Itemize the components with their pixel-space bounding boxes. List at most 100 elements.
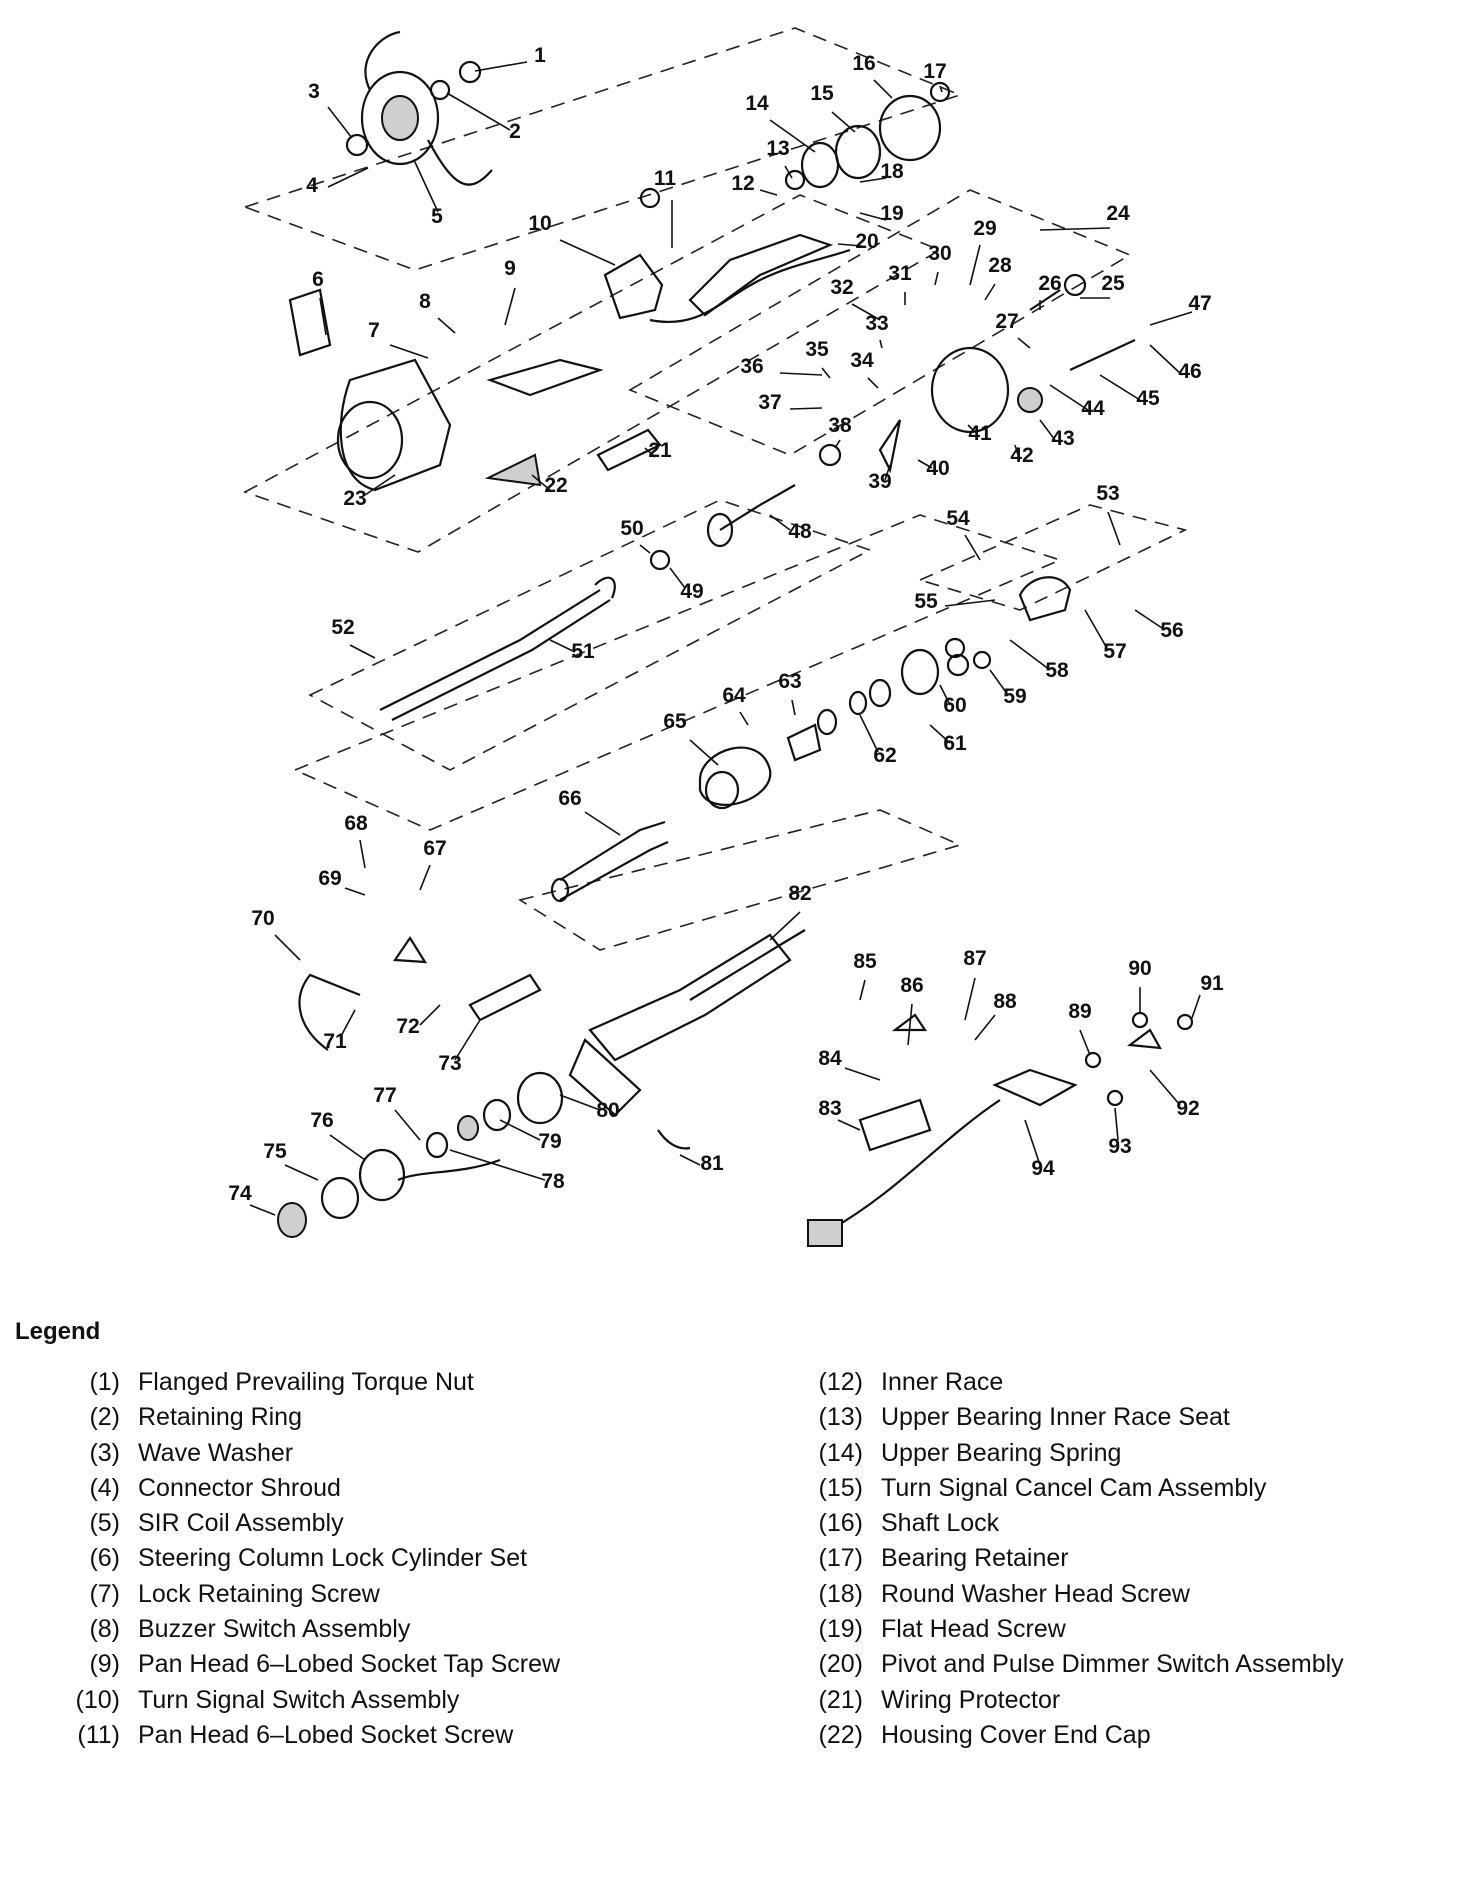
leader-line — [1114, 1107, 1119, 1141]
callout-number: 63 — [778, 670, 801, 693]
callout-number: 56 — [1160, 619, 1183, 642]
pin-drawing — [1029, 289, 1061, 311]
bracket-drawing — [858, 1098, 932, 1152]
leader-line — [939, 684, 951, 706]
leader-line — [364, 474, 396, 496]
leader-line — [907, 1003, 913, 1046]
legend-item-label: Pivot and Pulse Dimmer Switch Assembly — [881, 1650, 1344, 1679]
callout-number: 87 — [963, 947, 986, 970]
legend-item: (3)Wave Washer — [50, 1436, 560, 1471]
leader-line — [944, 599, 996, 607]
leader-line — [984, 283, 996, 301]
callout-number: 12 — [731, 172, 754, 195]
lock-cylinder-drawing — [288, 288, 332, 357]
thrust-washer-drawing — [972, 650, 992, 670]
retaining-clip-drawing — [657, 1129, 691, 1150]
legend-item-number: (11) — [77, 1720, 120, 1749]
leader-line — [1134, 609, 1166, 631]
legend-item-number: (14) — [818, 1438, 863, 1467]
shift-bowl-bore-drawing — [704, 770, 740, 810]
housing-drawing — [339, 358, 452, 492]
leader-line — [639, 544, 651, 554]
leader-line — [859, 979, 866, 1001]
leader-line — [867, 377, 879, 389]
callout-number: 21 — [648, 439, 672, 462]
callout-number: 32 — [830, 276, 853, 299]
callout-number: 11 — [654, 167, 677, 190]
callout-number: 2 — [509, 120, 521, 143]
callout-number: 76 — [310, 1109, 333, 1132]
leader-line — [437, 317, 456, 334]
legend-item-number: (16) — [818, 1509, 863, 1538]
housing-bore-drawing — [336, 400, 404, 480]
washer-drawing — [639, 187, 661, 209]
dimmer-switch-drawing — [688, 233, 834, 317]
callout-number: 17 — [923, 60, 946, 83]
legend-item: (4)Connector Shroud — [50, 1471, 560, 1506]
leader-line — [1017, 337, 1031, 349]
legend-item-number: (13) — [818, 1403, 863, 1432]
leader-line — [327, 106, 353, 139]
legend-item-label: Buzzer Switch Assembly — [138, 1615, 411, 1644]
coil-connector-drawing — [358, 1148, 406, 1202]
legend-item: (22)Housing Cover End Cap — [793, 1718, 1344, 1753]
gear-drawing — [277, 1202, 307, 1238]
callout-number: 75 — [263, 1140, 287, 1163]
callout-number: 49 — [680, 580, 703, 603]
legend-item: (2)Retaining Ring — [50, 1400, 560, 1435]
callout-number: 53 — [1096, 482, 1119, 505]
legend-item-label: Retaining Ring — [138, 1403, 302, 1432]
leader-line — [327, 167, 369, 188]
shift-tube-drawing — [559, 820, 669, 901]
leader-line — [504, 287, 516, 326]
callout-number: 42 — [1010, 444, 1033, 467]
spring-drawing — [457, 1115, 479, 1141]
leader-line — [1084, 609, 1109, 651]
wiring-harness-drawing — [829, 1099, 1001, 1231]
callout-number: 70 — [251, 907, 274, 930]
callout-number: 26 — [1038, 272, 1061, 295]
legend-item: (6)Steering Column Lock Cylinder Set — [50, 1541, 560, 1576]
callout-number: 19 — [880, 202, 903, 225]
leader-line — [549, 639, 576, 653]
wiring-protector-drawing — [596, 428, 662, 472]
legend-item-number: (17) — [818, 1544, 863, 1573]
callout-number: 23 — [343, 487, 366, 510]
washer-drawing — [345, 133, 369, 157]
callout-number: 36 — [740, 355, 763, 378]
leader-line — [644, 447, 656, 458]
callout-number: 90 — [1128, 957, 1151, 980]
callout-number: 71 — [323, 1030, 347, 1053]
assembly-group-outlines — [242, 27, 1188, 951]
leader-line — [449, 1149, 546, 1181]
callout-number: 37 — [758, 391, 781, 414]
callout-number: 4 — [306, 174, 318, 197]
coil-wire-drawing — [397, 1158, 501, 1182]
callout-number: 58 — [1045, 659, 1069, 682]
callout-number: 29 — [973, 217, 996, 240]
callout-number: 13 — [766, 137, 789, 160]
legend-item-number: (15) — [818, 1473, 863, 1502]
thrust-washer-drawing — [944, 637, 966, 659]
shaft-yoke-drawing — [706, 512, 734, 548]
leader-line — [454, 1019, 481, 1061]
leader-line — [779, 372, 823, 376]
leader-line — [873, 79, 893, 99]
lock-housing-drawing — [930, 346, 1010, 434]
leader-line — [769, 514, 791, 531]
jacket-ridge-drawing — [689, 929, 806, 1001]
callout-number: 69 — [318, 867, 341, 890]
legend-item-label: Inner Race — [881, 1368, 1004, 1396]
pinion-washer-drawing — [868, 678, 892, 708]
washer-drawing — [848, 690, 868, 716]
callout-number: 73 — [438, 1052, 461, 1075]
callout-number: 91 — [1200, 972, 1224, 995]
sector-gear-drawing — [1017, 387, 1043, 413]
callout-number: 16 — [852, 52, 875, 75]
leader-line — [559, 1094, 601, 1111]
callout-number: 64 — [722, 684, 746, 707]
callout-number: 55 — [914, 590, 938, 613]
leader-line — [349, 644, 376, 659]
rod-drawing — [1069, 339, 1136, 371]
bearing-housing-drawing — [1018, 576, 1072, 622]
